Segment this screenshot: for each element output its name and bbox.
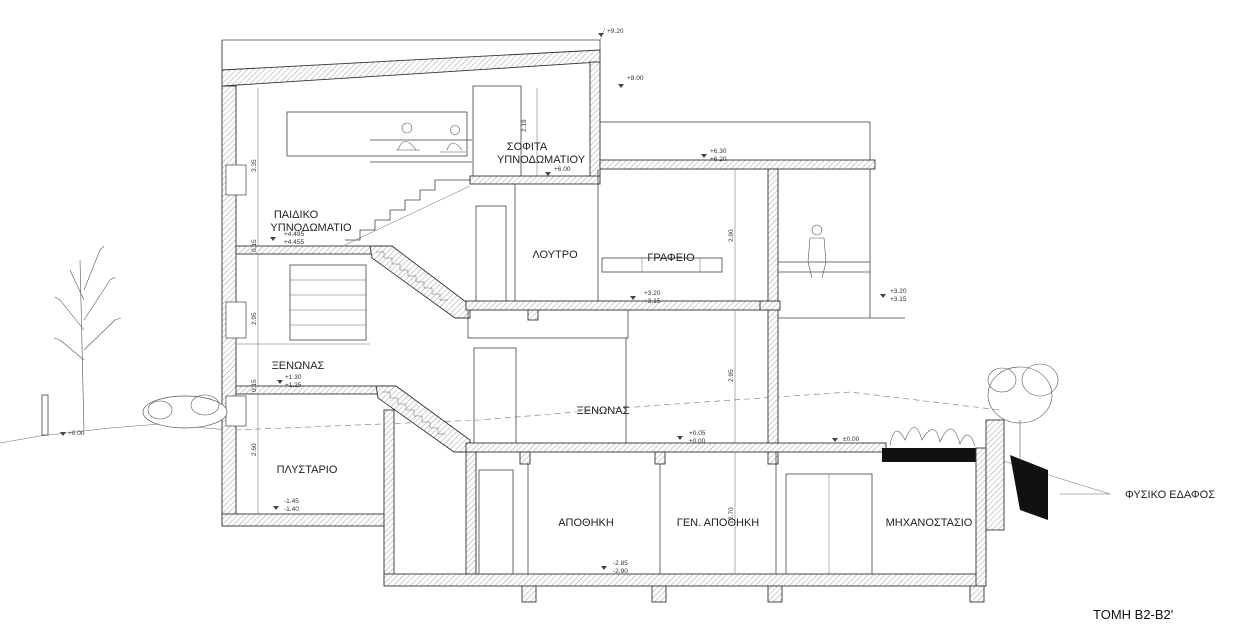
soil-wedge: [1010, 455, 1048, 520]
dim-295b: 2.95: [728, 369, 735, 382]
label-fysiko-edafos: ΦΥΣΙΚΟ ΕΔΑΦΟΣ: [1125, 489, 1215, 501]
label-sofita-line2: ΥΠΝΟΔΩΜΑΤΙΟΥ: [497, 154, 586, 166]
level-125: +1.25: [285, 382, 302, 389]
plystario-right-wall: [383, 409, 395, 581]
right-wall-mid: [767, 309, 779, 444]
label-apothiki: ΑΠΟΘΗΚΗ: [558, 517, 614, 529]
left-window-2: [225, 301, 247, 339]
dimension-lines: [257, 88, 736, 574]
attic-floor-slab: [469, 175, 601, 185]
tree-right: [987, 363, 1059, 460]
label-mixanostasio: ΜΗΧΑΝΟΣΤΑΣΙΟ: [886, 517, 973, 529]
level-m290: -2.90: [613, 568, 628, 575]
left-window-1: [225, 164, 247, 196]
beam-000-b: [654, 451, 666, 465]
attic-room-box: [472, 85, 522, 177]
soffit-box: [467, 309, 629, 339]
terrace-planter-slab: [882, 448, 978, 462]
floor-125: [235, 385, 387, 395]
floor-m290: [383, 573, 985, 587]
plants-terrace: [889, 427, 976, 447]
footing-1: [521, 585, 537, 603]
dim-335: 3.35: [251, 159, 258, 172]
upper-terrace-slab: [599, 159, 876, 170]
level-630: +6.30: [710, 148, 727, 155]
label-plystario: ΠΛΥΣΤΑΡΙΟ: [277, 464, 338, 476]
ground-line-dashed: [234, 391, 1001, 431]
dim-219: 2.19: [521, 119, 528, 132]
stair-treads: [289, 264, 367, 341]
standing-person: [807, 224, 827, 279]
left-window-3: [225, 395, 247, 427]
level-320: +3.20: [644, 290, 661, 297]
level-315-right: +3.15: [890, 296, 907, 303]
level-620: +6.20: [710, 156, 727, 163]
tree-left: [53, 245, 122, 431]
label-paidiko-line2: ΥΠΝΟΔΩΜΑΤΙΟ: [270, 222, 352, 234]
attic-opening: [286, 111, 468, 157]
right-wall-upper: [767, 168, 779, 302]
beam-000-c: [767, 451, 779, 465]
level-600: +6.00: [554, 166, 571, 173]
dim-015a: 0.15: [251, 239, 258, 252]
label-sofita-line1: ΣΟΦΙΤΑ: [507, 141, 548, 153]
main-stair-steps: [376, 251, 448, 301]
door-loutro: [475, 205, 507, 302]
dim-270: 2.70: [728, 507, 735, 520]
door-xenonas: [473, 347, 517, 444]
seated-person-1: [396, 122, 420, 151]
level-000-ground: +0.00: [68, 430, 85, 437]
level-920: +9.20: [607, 28, 624, 35]
beam-000-a: [519, 451, 531, 465]
level-m285: -2.85: [613, 560, 628, 567]
level-130: +1.30: [285, 374, 302, 381]
level-000: ±0.00: [689, 438, 706, 445]
label-gen-apothiki: ΓΕΝ. ΑΠΟΘΗΚΗ: [677, 517, 760, 529]
level-markers: [60, 33, 886, 570]
drawing-title: ΤΟΜΗ Β2-Β2': [1093, 607, 1173, 622]
floor-315: [465, 300, 777, 311]
desk: [601, 257, 723, 273]
attic-right-wall: [589, 61, 601, 177]
footing-3: [767, 585, 783, 603]
level-800: +8.00: [627, 75, 644, 82]
floor-315-right: [759, 300, 781, 311]
label-loutro: ΛΟΥΤΡΟ: [532, 249, 578, 261]
upper-stairs-soffit: [344, 185, 471, 246]
seated-person-2: [440, 125, 466, 153]
upper-terrace-roof: [599, 121, 871, 161]
dim-290: 2.90: [728, 229, 735, 242]
basement-wall-right: [975, 447, 987, 587]
level-m140: -1.40: [284, 506, 299, 513]
beam-315: [527, 309, 539, 321]
level-4455: +4.455: [284, 239, 304, 246]
footing-2: [651, 585, 667, 603]
floor-m140: [221, 513, 388, 527]
level-320-right: +3.20: [890, 288, 907, 295]
label-xenonas-upper: ΞΕΝΩΝΑΣ: [272, 360, 325, 372]
garden-wall: [41, 394, 49, 436]
label-paidiko-line1: ΠΑΙΔΙΚΟ: [274, 209, 319, 221]
door-basement-1: [478, 469, 514, 575]
retaining-wall: [985, 419, 1005, 531]
level-000-right: ±0.00: [843, 436, 860, 443]
dim-015b: 0.15: [251, 379, 258, 392]
level-m145: -1.45: [284, 498, 299, 505]
basement-wall-left: [465, 451, 477, 575]
lower-stair-steps: [382, 391, 446, 435]
floor-000: [465, 442, 887, 453]
level-315: +3.15: [644, 298, 661, 305]
level-005: +0.05: [689, 430, 706, 437]
label-xenonas-main: ΞΕΝΩΝΑΣ: [577, 405, 630, 417]
roof-slab: [221, 49, 601, 87]
level-4495: +4.495: [284, 231, 304, 238]
upper-stairs: [345, 179, 470, 241]
shrub-left: [142, 394, 228, 429]
label-grafeio: ΓΡΑΦΕΙΟ: [647, 252, 695, 264]
dim-260: 2.60: [251, 443, 258, 456]
footing-4: [969, 585, 985, 603]
dim-295: 2.95: [251, 312, 258, 325]
